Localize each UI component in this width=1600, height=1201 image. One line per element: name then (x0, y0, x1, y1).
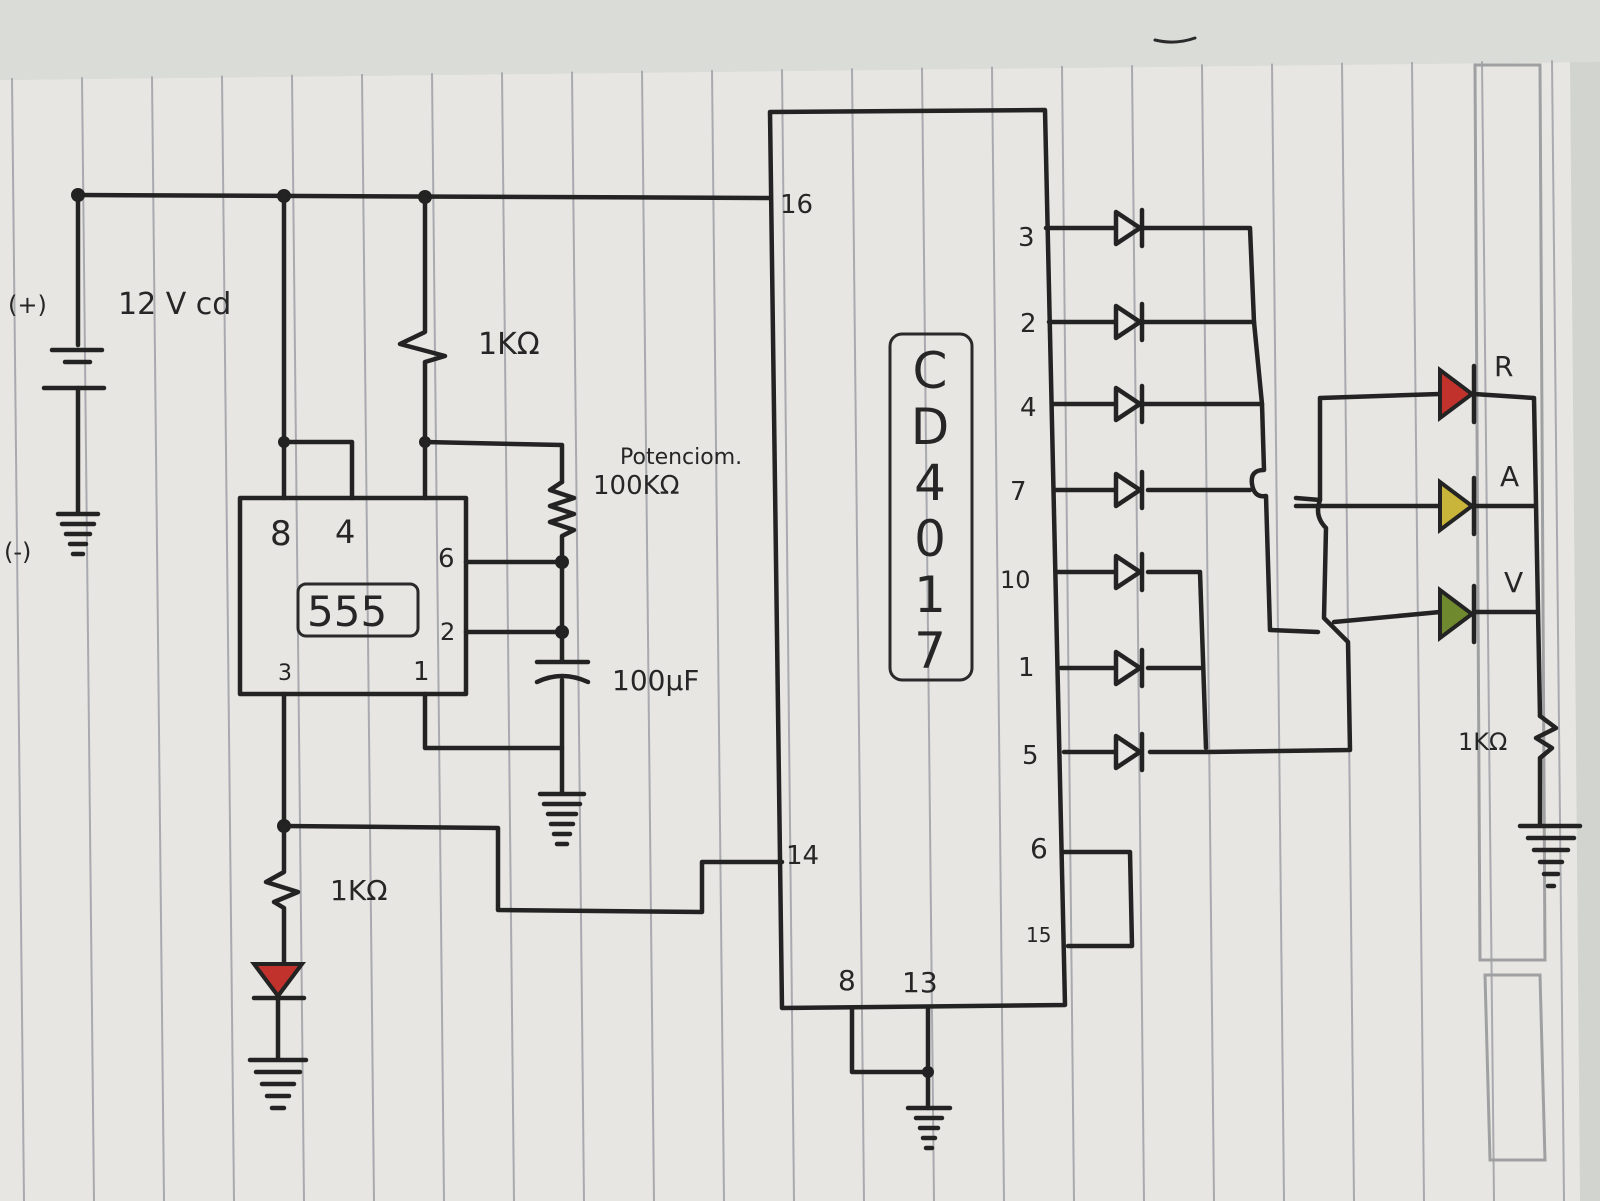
ic-555-body (237, 495, 469, 697)
ruled-lines (11, 60, 1565, 1201)
ic-cd4017-label-char: 4 (914, 454, 946, 512)
ic-cd4017-label-box (888, 332, 974, 682)
ic-555-pin-1: 1 (413, 657, 430, 687)
steering-diode (1052, 469, 1145, 511)
page-margin-strip (1473, 63, 1547, 962)
ic-cd4017-label-char: C (913, 342, 948, 400)
cd4017-pin-15: 15 (1026, 923, 1051, 947)
ic-555-pin-2: 2 (440, 618, 455, 646)
led-label-r: R (1494, 350, 1513, 383)
pot-value-label: 100KΩ (593, 471, 680, 501)
cd4017-pin-3: 3 (1018, 223, 1035, 253)
ic-555-label: 555 (307, 587, 387, 636)
steering-diode (1058, 647, 1145, 689)
cd4017-pin-16: 16 (780, 190, 813, 220)
resistor-1k-led (263, 823, 301, 965)
steering-diode (1061, 731, 1145, 773)
steering-diode (1055, 551, 1145, 593)
ic-555-label-box (296, 582, 420, 638)
cd4017-pin-5: 5 (1022, 741, 1039, 771)
resistor-1k-output (1533, 713, 1559, 827)
battery-plus-label: (+) (8, 291, 47, 319)
resistor-1k-output-label: 1KΩ (1458, 728, 1507, 756)
ic-cd4017-label-char: D (911, 398, 950, 456)
cd4017-pin-14: 14 (786, 841, 819, 871)
battery-minus-label: (-) (4, 538, 31, 566)
capacitor-label: 100μF (612, 664, 699, 697)
ic-cd4017-label-char: 1 (914, 566, 946, 624)
led-label-v: V (1504, 566, 1523, 599)
resistor-1k-top (397, 194, 448, 445)
ic-555-pin-3: 3 (278, 661, 292, 686)
cd4017-pin-10: 10 (1000, 566, 1031, 594)
notebook-page (0, 62, 1580, 1201)
ic-555-pin-8: 8 (270, 514, 292, 554)
cd4017-pin-4: 4 (1020, 393, 1037, 423)
resistor-1k-led-label: 1KΩ (330, 874, 388, 907)
led-label-a: A (1500, 460, 1519, 493)
cd4017-pin-13: 13 (902, 966, 938, 999)
ic-cd4017-body (767, 107, 1068, 1011)
battery (41, 192, 107, 557)
ic-555-pin-4: 4 (335, 513, 355, 551)
cd4017-pin-2: 2 (1020, 309, 1037, 339)
cd4017-pin-7: 7 (1010, 477, 1027, 507)
supply-voltage-label: 12 V cd (118, 287, 231, 322)
cd4017-pin-8: 8 (838, 964, 856, 997)
ic-cd4017-label-char: 7 (914, 622, 946, 680)
potentiometer (547, 479, 577, 565)
capacitor (534, 659, 591, 685)
ic-555-pin-6: 6 (438, 544, 455, 574)
resistor-1k-top-label: 1KΩ (478, 327, 540, 362)
cd4017-pin-6: 6 (1030, 832, 1048, 865)
cd4017-pin-1: 1 (1018, 653, 1035, 683)
pot-title-label: Potenciom. (620, 445, 742, 470)
ic-cd4017-label-char: 0 (914, 510, 946, 568)
